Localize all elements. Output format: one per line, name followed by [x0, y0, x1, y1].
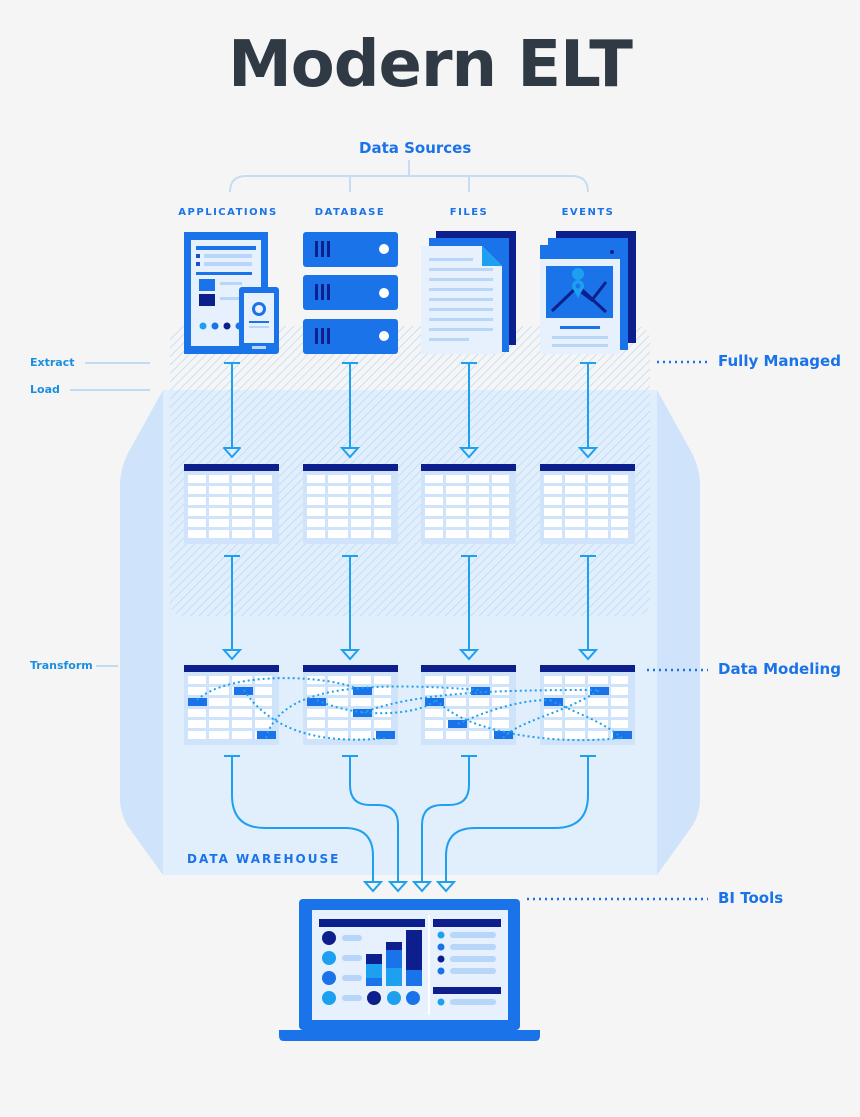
fully-managed-zone [170, 326, 650, 616]
applications-icon [184, 232, 279, 354]
data-modeling-links [196, 677, 623, 742]
sources-bracket [229, 160, 589, 193]
modeled-table-2 [303, 665, 398, 745]
laptop-dashboard-icon [279, 899, 540, 1041]
data-modeling-label: Data Modeling [718, 660, 841, 678]
fully-managed-label: Fully Managed [718, 352, 841, 370]
bi-tools-label: BI Tools [718, 889, 784, 907]
modeled-table-4 [540, 665, 635, 745]
load-label: Load [30, 383, 60, 396]
category-files: FILES [449, 207, 489, 218]
modeled-table-3 [421, 665, 516, 745]
raw-table-4 [540, 464, 635, 544]
extract-label: Extract [30, 356, 75, 369]
category-database: DATABASE [314, 207, 386, 218]
events-icon [540, 231, 636, 354]
files-icon [421, 231, 516, 354]
modeled-table-1 [184, 665, 279, 745]
data-warehouse-label: DATA WAREHOUSE [187, 852, 341, 866]
page-title: Modern ELT [228, 28, 633, 102]
category-events: EVENTS [561, 207, 615, 218]
database-icon [303, 232, 398, 354]
bi-arrows [224, 755, 596, 893]
transform-label: Transform [30, 659, 93, 672]
extract-load-arrows [223, 362, 599, 459]
data-sources-heading: Data Sources [359, 139, 472, 157]
category-applications: APPLICATIONS [178, 207, 278, 218]
transform-arrows [221, 555, 599, 661]
raw-table-3 [421, 464, 516, 544]
raw-table-1 [184, 464, 279, 544]
raw-table-2 [303, 464, 398, 544]
